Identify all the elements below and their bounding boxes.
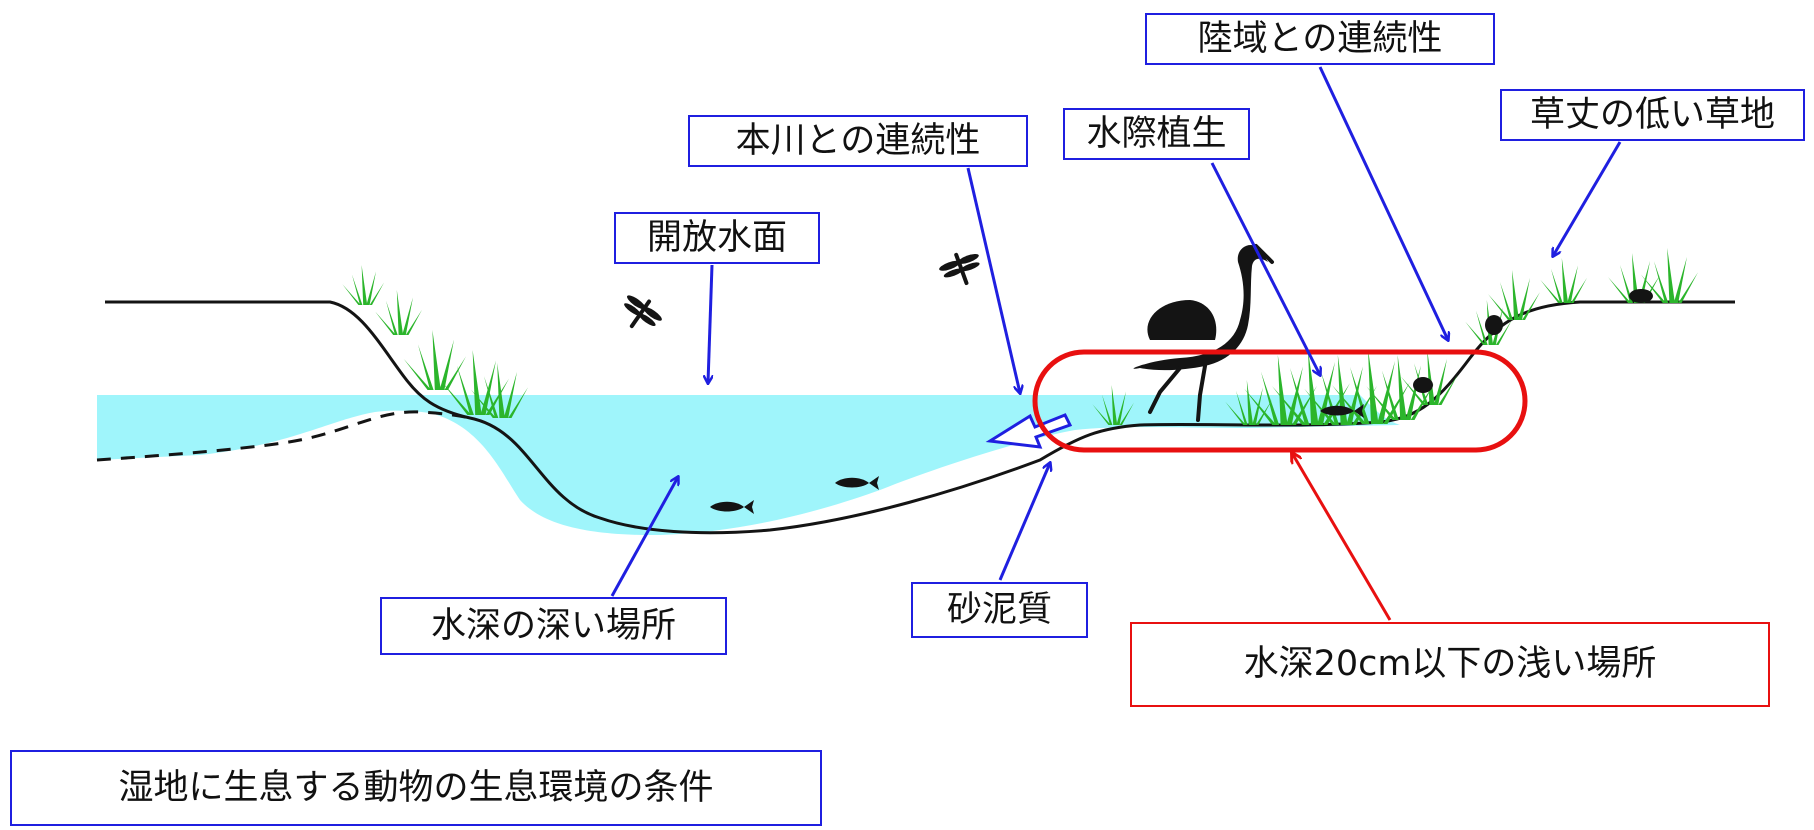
- pointer-arrows: [610, 66, 1622, 597]
- caption-habitat-conditions: 湿地に生息する動物の生息環境の条件: [10, 750, 822, 826]
- label-open-water: 開放水面: [614, 212, 820, 264]
- label-deep-water: 水深の深い場所: [380, 597, 727, 655]
- pointer-river-connectivity: [966, 167, 1020, 393]
- pointer-short-grassland: [1553, 141, 1622, 256]
- pointer-shallow-area: [1292, 453, 1392, 621]
- pointer-waterside-vegetation: [1210, 162, 1320, 375]
- pointer-open-water: [708, 264, 714, 383]
- label-land-connectivity: 陸域との連続性: [1145, 13, 1495, 65]
- flow-arrow-icon: [985, 413, 1073, 449]
- label-short-grassland: 草丈の低い草地: [1500, 89, 1805, 141]
- shallow-zone-highlight: [1032, 349, 1528, 453]
- label-sand-mud: 砂泥質: [911, 582, 1088, 638]
- pointer-sand-mud: [998, 463, 1050, 581]
- pointer-deep-water: [610, 477, 678, 597]
- crane-silhouette: [1133, 244, 1274, 422]
- pointer-land-connectivity: [1318, 66, 1448, 340]
- ground-profile-line: [105, 300, 1735, 535]
- open-water-surface: [97, 395, 1075, 536]
- label-shallow-area: 水深20cm以下の浅い場所: [1130, 622, 1770, 707]
- small-animal-icons: [1413, 289, 1653, 393]
- label-river-connectivity: 本川との連続性: [688, 115, 1028, 167]
- former-bank-dashed-line: [96, 410, 471, 462]
- label-waterside-vegetation: 水際植生: [1063, 108, 1250, 160]
